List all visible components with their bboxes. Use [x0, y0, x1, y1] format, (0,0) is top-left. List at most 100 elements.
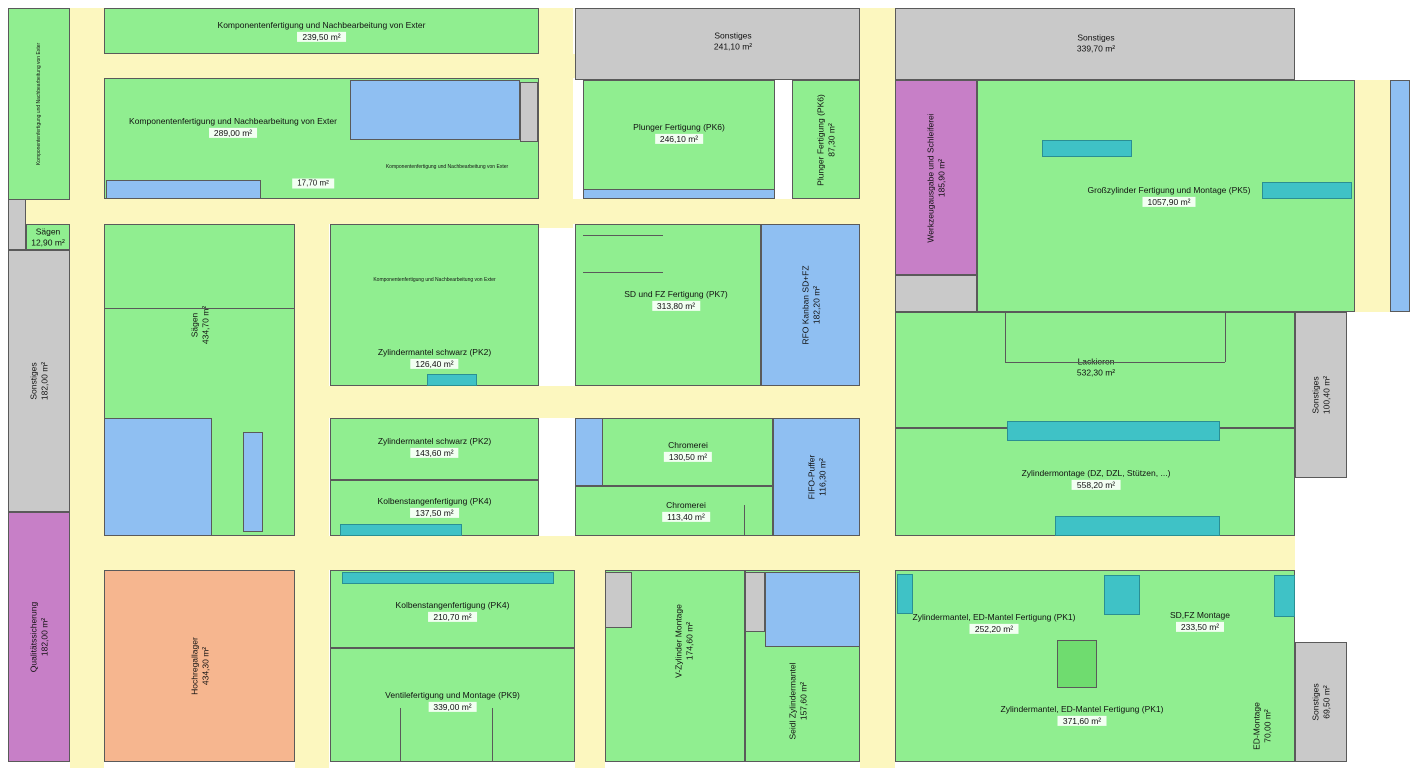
room-plunger-fertigung-87[interactable]: Plunger Fertigung (PK6)87,30 m² — [792, 80, 860, 199]
room-komponentenfertigung-17[interactable]: 17,70 m² — [262, 166, 364, 199]
room-name: FIFO-Puffer — [805, 454, 816, 500]
room-area: 157,60 m² — [798, 681, 808, 721]
room-label: Zylindermantel schwarz (PK2)126,40 m² — [378, 347, 491, 370]
room-label: Komponentenfertigung und Nachbearbeitung… — [386, 164, 508, 170]
aisle-vertical-left — [70, 8, 104, 768]
buffer-zone — [1104, 575, 1140, 615]
room-sd-fz-fertigung[interactable]: SD und FZ Fertigung (PK7)313,80 m² — [575, 224, 761, 386]
room-area: 558,20 m² — [1071, 479, 1121, 491]
aisle-horizontal-middle — [295, 386, 895, 418]
room-name: Chromerei — [666, 499, 706, 510]
room-name: Großzylinder Fertigung und Montage (PK5) — [1087, 184, 1251, 195]
room-name: Werkzeugausgabe und Schleiferei — [925, 112, 936, 243]
room-name: Zylindermantel schwarz (PK2) — [377, 435, 492, 446]
buffer-zone — [427, 374, 477, 386]
wall — [1005, 362, 1225, 363]
room-name: Hochregallager — [188, 637, 199, 695]
storage-zone — [520, 82, 538, 142]
storage-zone — [895, 275, 977, 312]
wall — [1225, 312, 1226, 362]
room-name: Sägen — [35, 226, 61, 237]
room-area: 371,60 m² — [1057, 715, 1107, 727]
room-label: Ventilefertigung und Montage (PK9)339,00… — [385, 690, 520, 713]
wall — [492, 708, 493, 762]
room-area: 339,70 m² — [1076, 43, 1116, 53]
buffer-zone — [1055, 516, 1220, 536]
wall — [583, 272, 663, 273]
room-label: Komponentenfertigung und Nachbearbeitung… — [129, 116, 337, 139]
room-name: Komponentenfertigung und Nachbearbeitung… — [35, 42, 42, 166]
room-area: 116,30 m² — [816, 458, 827, 496]
room-area: 185,90 m² — [936, 158, 946, 197]
room-name: ED-Montage — [1251, 702, 1262, 750]
room-area: 532,30 m² — [1076, 367, 1116, 377]
room-name: Seidl Zylindermantel — [787, 662, 798, 740]
room-zylindermantel-schwarz-126[interactable]: Komponentenfertigung und Nachbearbeitung… — [330, 224, 539, 386]
room-area: 69,50 m² — [1321, 685, 1331, 719]
room-label: Zylindermontage (DZ, DZL, Stützen, ...)5… — [1022, 468, 1170, 491]
room-label: SD und FZ Fertigung (PK7)313,80 m² — [624, 289, 728, 312]
wall — [583, 235, 663, 236]
aisle-horizontal-upper — [8, 199, 895, 224]
storage-zone — [8, 199, 26, 250]
buffer-zone — [350, 80, 520, 140]
room-lackieren[interactable]: Lackieren532,30 m² — [895, 312, 1295, 428]
room-area: 182,20 m² — [810, 285, 821, 325]
room-label: Zylindermantel, ED-Mantel Fertigung (PK1… — [1000, 703, 1164, 727]
room-name: Zylindermantel, ED-Mantel Fertigung (PK1… — [1000, 703, 1164, 714]
room-komponentenfertigung-239[interactable]: Komponentenfertigung und Nachbearbeitung… — [104, 8, 539, 54]
room-area: 174,60 m² — [684, 621, 694, 661]
room-komponentenfertigung-strip[interactable]: Komponentenfertigung und Nachbearbeitung… — [8, 8, 70, 200]
aisle-vertical-center-lower — [575, 570, 605, 768]
room-name: Sägen — [188, 312, 199, 338]
room-name: Kolbenstangenfertigung (PK4) — [395, 599, 510, 610]
room-area: 246,10 m² — [654, 133, 704, 145]
room-name: Kolbenstangenfertigung (PK4) — [377, 495, 492, 506]
buffer-zone — [583, 189, 775, 199]
storage-zone — [605, 572, 632, 628]
room-name: Chromerei — [668, 439, 708, 450]
room-label: Kolbenstangenfertigung (PK4)210,70 m² — [395, 599, 510, 623]
room-label: Komponentenfertigung und Nachbearbeitung… — [36, 43, 42, 165]
room-name: Sonstiges — [1077, 32, 1115, 43]
room-area: 434,70 m² — [199, 305, 210, 345]
room-ventilefertigung[interactable]: Ventilefertigung und Montage (PK9)339,00… — [330, 648, 575, 762]
room-label: Zylindermantel schwarz (PK2)143,60 m² — [377, 435, 492, 459]
aisle-vertical-inner — [295, 224, 329, 768]
room-area: 70,00 m² — [1262, 709, 1272, 743]
room-zylindermantel-schwarz-143[interactable]: Zylindermantel schwarz (PK2)143,60 m² — [330, 418, 539, 480]
room-area: 313,80 m² — [651, 300, 701, 312]
room-label: Komponentenfertigung und Nachbearbeitung… — [218, 20, 425, 43]
room-label: 17,70 m² — [292, 177, 334, 188]
wall — [1005, 312, 1006, 362]
room-plunger-fertigung-246[interactable]: Plunger Fertigung (PK6)246,10 m² — [583, 80, 775, 199]
buffer-zone — [243, 432, 263, 532]
